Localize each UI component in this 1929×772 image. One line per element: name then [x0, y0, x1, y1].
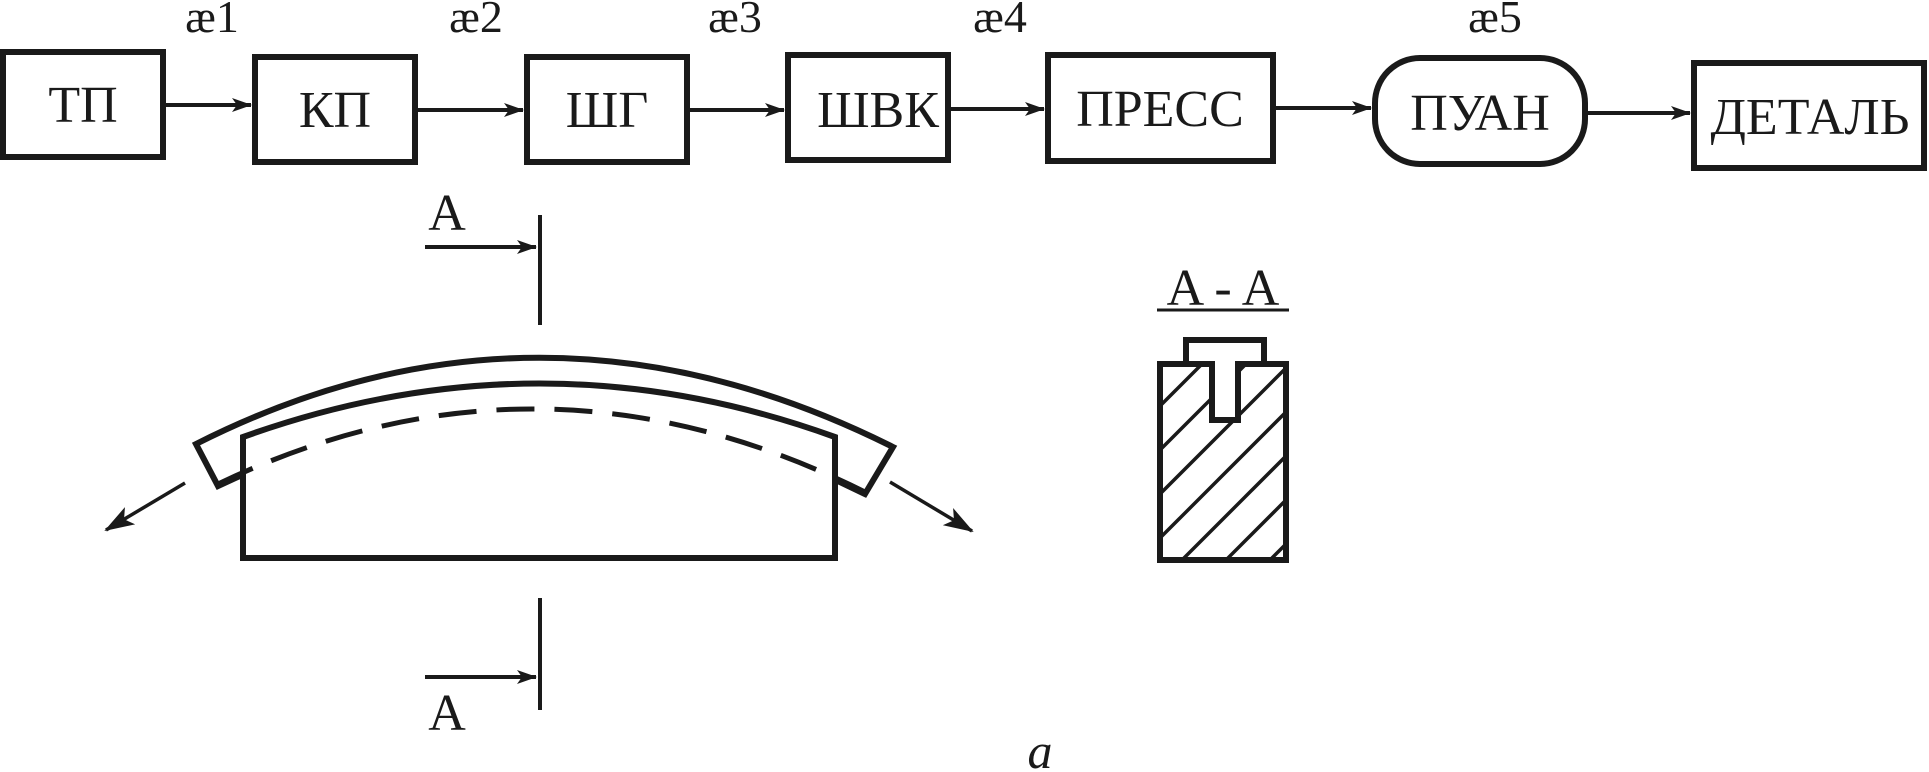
block-tp-label: ТП — [48, 77, 117, 134]
block-shvk: ШВК — [785, 52, 951, 163]
bending-sketch: A A — [104, 185, 974, 742]
block-puan-label: ПУАН — [1410, 85, 1550, 142]
block-press: ПРЕСС — [1045, 52, 1276, 164]
block-kp: КП — [252, 54, 418, 165]
block-detal: ДЕТАЛЬ — [1691, 60, 1927, 171]
section-mark-top: A — [428, 185, 466, 242]
section-mark-bottom: A — [428, 685, 466, 742]
coefficient-label-1: æ1 — [185, 0, 239, 42]
coefficient-label-2: æ2 — [449, 0, 503, 42]
block-shg-label: ШГ — [566, 82, 649, 139]
block-kp-label: КП — [299, 82, 371, 139]
flow-chain: ТП КП ШГ ШВК ПРЕСС ПУАН ДЕТАЛЬ — [0, 0, 1927, 171]
block-shg: ШГ — [524, 54, 690, 165]
tension-arrow-left — [104, 481, 186, 532]
coefficient-label-5: æ5 — [1468, 0, 1522, 42]
die-block — [240, 380, 838, 561]
block-shvk-label: ШВК — [817, 82, 939, 139]
section-hatching — [1160, 364, 1286, 560]
block-detal-label: ДЕТАЛЬ — [1710, 89, 1909, 146]
coefficient-label-4: æ4 — [973, 0, 1027, 42]
section-cut-bottom: A — [425, 598, 542, 742]
workpiece-t-profile — [1183, 337, 1267, 423]
tension-arrow-right — [889, 480, 974, 533]
figure-caption: a — [1028, 723, 1053, 772]
block-tp: ТП — [0, 49, 166, 160]
coefficient-label-3: æ3 — [708, 0, 762, 42]
section-view: A - A — [1157, 260, 1289, 563]
section-cut-top: A — [425, 185, 542, 325]
block-puan: ПУАН — [1372, 55, 1588, 167]
section-view-title: A - A — [1167, 260, 1280, 317]
block-press-label: ПРЕСС — [1076, 81, 1244, 138]
